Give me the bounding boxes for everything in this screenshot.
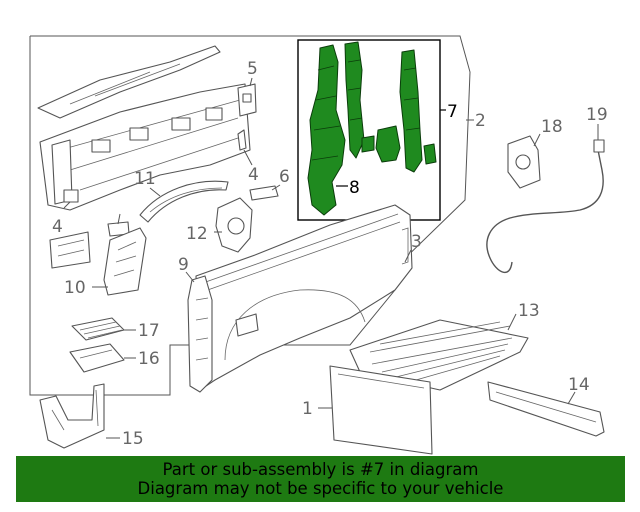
highlighted-part-7 (307, 41, 437, 216)
callout-4-left: 4 (52, 217, 63, 237)
callout-12: 12 (186, 224, 208, 244)
wheelhouse-liner-11 (139, 180, 229, 223)
callout-11: 11 (134, 169, 156, 189)
outer-side-panel-3 (195, 204, 413, 391)
step-assembly-15 (39, 383, 120, 449)
clip-4 (237, 129, 253, 166)
callout-7: 7 (447, 102, 458, 122)
callout-14: 14 (568, 375, 590, 395)
callout-3: 3 (411, 232, 422, 252)
callout-9: 9 (178, 255, 189, 275)
wiring-harness-19 (486, 124, 605, 274)
callout-4-clip: 4 (248, 165, 259, 185)
callout-17: 17 (138, 321, 160, 341)
step-pad-17 (71, 317, 136, 341)
callout-13: 13 (518, 301, 540, 321)
bracket-4-lower (49, 231, 91, 269)
sill-rail-14 (487, 381, 605, 437)
callout-19: 19 (586, 105, 608, 125)
plate-6-left (107, 213, 130, 237)
callout-5: 5 (247, 59, 258, 79)
bracket-4-left (63, 189, 79, 209)
callout-15: 15 (122, 429, 144, 449)
step-bracket-16 (69, 343, 136, 373)
pillar-bracket-10 (92, 227, 147, 296)
callout-8: 8 (349, 178, 360, 198)
callout-1: 1 (302, 399, 313, 419)
callout-6-right: 6 (279, 167, 290, 187)
inner-bed-side-panel (37, 45, 251, 211)
bed-floor-13 (349, 313, 529, 391)
callout-16: 16 (138, 349, 160, 369)
notice-banner: Part or sub-assembly is #7 in diagram Di… (16, 456, 625, 502)
plate-6-right (249, 184, 281, 201)
pillar-9 (185, 271, 213, 393)
front-panel-1 (318, 365, 433, 455)
callout-10: 10 (64, 278, 86, 298)
banner-line-2: Diagram may not be specific to your vehi… (137, 479, 504, 498)
reinforcement-12 (214, 197, 253, 253)
callout-2: 2 (475, 111, 486, 131)
callout-18: 18 (541, 117, 563, 137)
bracket-18 (507, 133, 541, 189)
banner-line-1: Part or sub-assembly is #7 in diagram (162, 460, 479, 479)
bracket-5 (237, 77, 257, 117)
